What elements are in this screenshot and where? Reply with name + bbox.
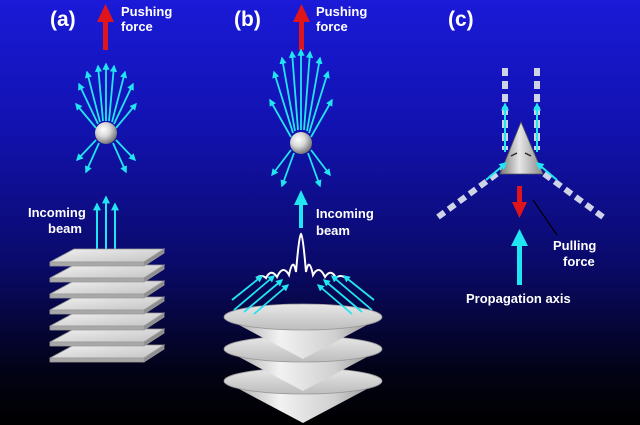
- bessel-intensity-profile: [255, 232, 347, 280]
- incoming-beam: [93, 195, 119, 256]
- incident-beam-dashes: [436, 159, 605, 220]
- pushing-force-label-line1: Pushing: [121, 4, 172, 19]
- internal-ray-marks: [510, 152, 532, 157]
- scattered-rays: [75, 62, 137, 174]
- converging-rays: [231, 275, 375, 315]
- incoming-beam-label-line2: beam: [48, 221, 82, 236]
- scattered-rays: [269, 48, 333, 188]
- panel-a-label: (a): [50, 8, 76, 31]
- pushing-force-arrow: [97, 4, 114, 50]
- pushing-force-label-line2: force: [316, 19, 348, 34]
- triangular-particle: [499, 120, 544, 175]
- panel-c-label: (c): [448, 8, 474, 31]
- propagation-axis-arrow: [511, 229, 528, 285]
- panel-b-label: (b): [234, 8, 261, 31]
- pulling-force-pointer: [532, 199, 558, 236]
- particle-sphere: [290, 132, 312, 154]
- panel-b: (b) Pushing force Incoming: [223, 4, 383, 423]
- panel-a: (a) Pushing force: [28, 4, 172, 363]
- incoming-beam: [294, 190, 308, 228]
- particle-sphere: [95, 122, 117, 144]
- pulling-force-label-line1: Pulling: [553, 238, 596, 253]
- incoming-beam-label-line2: beam: [316, 223, 350, 238]
- momentum-arrows: [485, 102, 558, 181]
- pushing-force-label-line2: force: [121, 19, 153, 34]
- propagation-axis-label: Propagation axis: [466, 291, 571, 306]
- pushing-force-arrow: [293, 4, 310, 50]
- pushing-force-label-line1: Pushing: [316, 4, 367, 19]
- incoming-beam-label-line1: Incoming: [316, 206, 374, 221]
- panel-c: (c) Pulling force: [436, 8, 605, 306]
- pulling-force-arrow: [512, 186, 527, 218]
- incoming-beam-label-line1: Incoming: [28, 205, 86, 220]
- pulling-force-label-line2: force: [563, 254, 595, 269]
- axicon-stack: [223, 303, 383, 423]
- plate-stack: [49, 248, 166, 363]
